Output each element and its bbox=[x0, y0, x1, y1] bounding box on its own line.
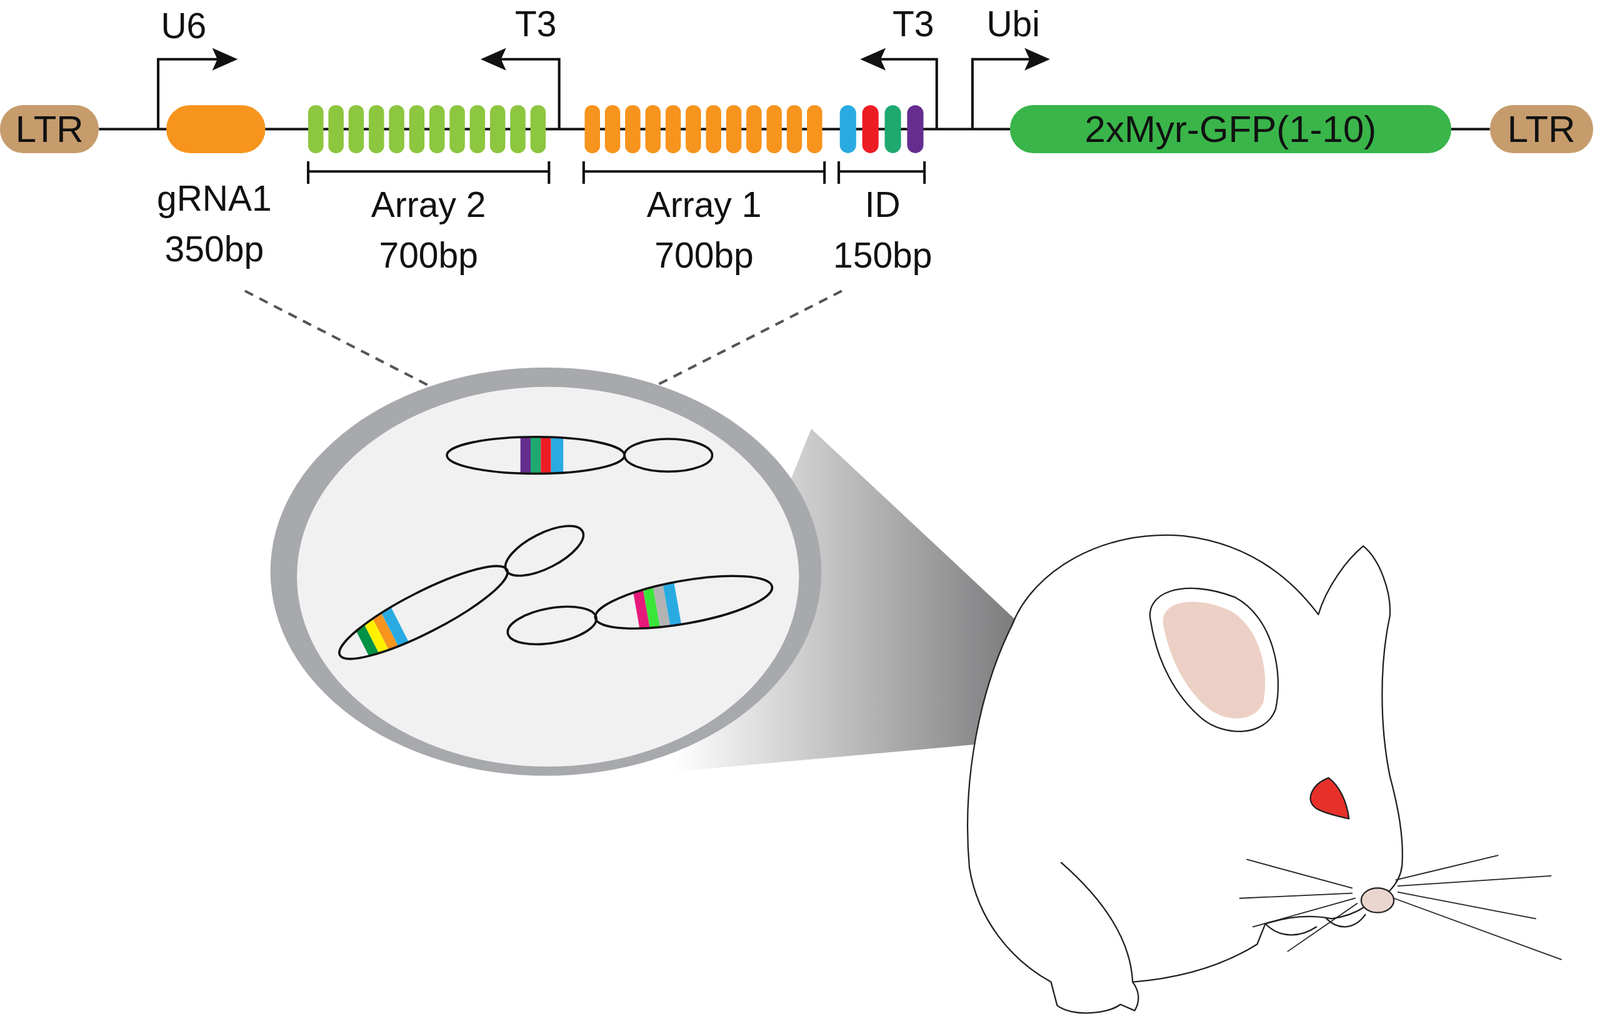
arrow-head bbox=[1024, 48, 1050, 71]
annotation-label: gRNA1 bbox=[156, 180, 272, 216]
array-segment bbox=[308, 105, 324, 154]
array-segment bbox=[665, 105, 681, 154]
annotation-label: Ubi bbox=[986, 5, 1040, 42]
array-segment bbox=[328, 105, 344, 154]
array-segment bbox=[786, 105, 802, 154]
arrow-head bbox=[860, 48, 886, 71]
mouse-body bbox=[967, 535, 1403, 1013]
annotation-label: T3 bbox=[515, 5, 557, 42]
array-segment bbox=[605, 105, 620, 154]
grna-cassette bbox=[166, 105, 265, 154]
annotation-label: Array 2 bbox=[371, 186, 487, 222]
array-segment bbox=[585, 105, 600, 154]
mouse-ear-inner bbox=[1163, 601, 1266, 719]
construct-element: LTR bbox=[0, 105, 99, 154]
construct-element: 2xMyr-GFP(1-10) bbox=[1010, 105, 1451, 154]
chromosome-arm bbox=[505, 600, 600, 651]
array-segment bbox=[449, 105, 465, 154]
mouse-ear bbox=[1150, 588, 1279, 732]
array-segment bbox=[726, 105, 742, 154]
mouse-hind-leg bbox=[1061, 862, 1133, 982]
arrow-head bbox=[212, 48, 239, 71]
promoter-arrow bbox=[500, 59, 560, 129]
array-segment bbox=[806, 105, 822, 154]
chromosome-band bbox=[520, 433, 531, 477]
array-segment bbox=[388, 105, 404, 154]
array-segment bbox=[368, 105, 384, 154]
promoter-arrow bbox=[879, 59, 937, 129]
array-segment bbox=[470, 105, 485, 154]
chromosome-arm bbox=[446, 436, 625, 474]
mouse-nose bbox=[1361, 887, 1394, 912]
chromosome-band bbox=[551, 433, 564, 477]
array-segment bbox=[625, 105, 640, 154]
chromosome-arm bbox=[591, 565, 776, 639]
element-name: LTR bbox=[1507, 110, 1576, 149]
annotation-label: 700bp bbox=[654, 237, 754, 274]
array-segment bbox=[348, 105, 364, 154]
array-segment bbox=[766, 105, 782, 154]
array-segment bbox=[530, 105, 546, 154]
chromosome-arm bbox=[330, 551, 517, 674]
array-segment bbox=[429, 105, 445, 154]
chromosome-band bbox=[540, 433, 551, 477]
size-bracket bbox=[308, 161, 549, 184]
chromosome-band bbox=[378, 601, 412, 652]
array-segment bbox=[409, 105, 425, 154]
annotation-label: ID bbox=[865, 186, 901, 222]
annotation-label: 700bp bbox=[378, 237, 479, 274]
construct-element: LTR bbox=[1490, 105, 1594, 154]
id-segment bbox=[840, 105, 857, 154]
array-segment bbox=[685, 105, 701, 154]
array-segment bbox=[705, 105, 721, 154]
chromosome-band bbox=[530, 433, 541, 477]
array-segment bbox=[645, 105, 660, 154]
size-bracket bbox=[583, 161, 825, 184]
mouse-eye bbox=[1310, 777, 1350, 819]
annotation-label: 350bp bbox=[165, 231, 265, 267]
id-segment bbox=[862, 105, 879, 154]
annotation-label: Array 1 bbox=[646, 186, 762, 222]
chromosome-band bbox=[661, 578, 682, 631]
arrow-head bbox=[480, 48, 507, 71]
size-bracket bbox=[838, 161, 925, 184]
element-name: LTR bbox=[15, 110, 84, 149]
annotation-label: T3 bbox=[892, 5, 935, 42]
id-segment bbox=[885, 105, 902, 154]
magnifier-lens bbox=[296, 386, 799, 767]
array-segment bbox=[510, 105, 525, 154]
chromosome-arm bbox=[624, 438, 712, 472]
chromosome-arm bbox=[498, 515, 590, 586]
promoter-arrow bbox=[158, 59, 219, 129]
element-name: 2xMyr-GFP(1-10) bbox=[1085, 110, 1377, 149]
mouse-whiskers bbox=[1240, 855, 1562, 960]
annotation-label: 150bp bbox=[833, 237, 933, 274]
id-segment bbox=[906, 105, 924, 154]
annotation-label: U6 bbox=[160, 7, 207, 44]
dna-backbone bbox=[1451, 127, 1490, 130]
array-segment bbox=[746, 105, 762, 154]
array-segment bbox=[490, 105, 505, 154]
magnifier-ring bbox=[270, 367, 822, 776]
